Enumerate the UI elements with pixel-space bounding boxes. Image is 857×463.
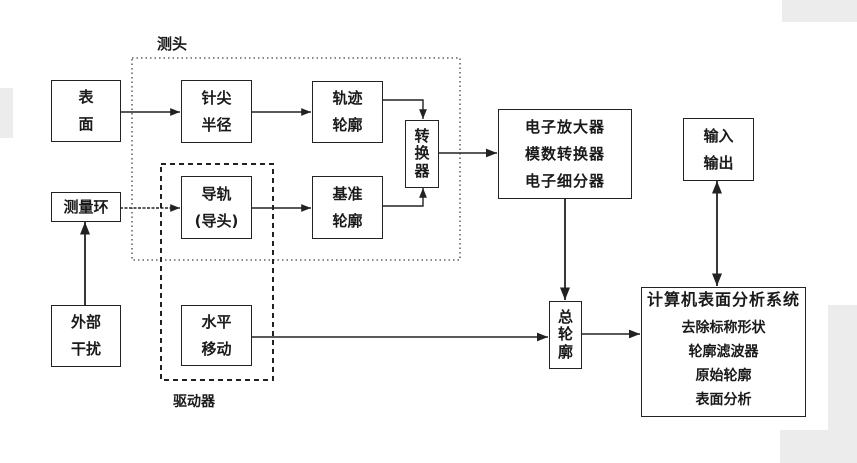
node-computer-item: 原始轮廓 xyxy=(695,368,752,384)
driver-group-border xyxy=(160,163,274,381)
node-electronics: 电子放大器 模数转换器 电子细分器 xyxy=(498,109,632,199)
node-stylus-radius-line1: 针尖 xyxy=(201,88,232,107)
node-total-profile-line3: 廓 xyxy=(557,342,573,361)
node-trace-profile-line1: 轨迹 xyxy=(332,89,363,107)
node-io-line2: 输出 xyxy=(703,153,734,172)
node-surface-line1: 表 xyxy=(78,88,94,106)
node-io: 输入 输出 xyxy=(683,118,754,181)
node-surface: 表 面 xyxy=(51,80,121,142)
node-surface-line2: 面 xyxy=(78,115,94,133)
scan-artifact-top-right xyxy=(782,0,857,22)
node-trace-profile-line2: 轮廓 xyxy=(332,116,363,134)
node-guide-line2: (导头) xyxy=(194,211,239,230)
node-total-profile-line2: 轮 xyxy=(557,325,573,344)
node-external-disturbance: 外部 干扰 xyxy=(51,305,121,367)
node-trace-profile: 轨迹 轮廓 xyxy=(312,81,383,143)
probe-group-label: 测头 xyxy=(157,35,188,53)
node-electronics-line2: 模数转换器 xyxy=(524,144,605,163)
scan-artifact-left xyxy=(0,88,13,138)
node-measuring-loop: 测量环 xyxy=(51,192,121,222)
node-computer-title: 计算机表面分析系统 xyxy=(646,290,800,309)
node-computer-item: 表面分析 xyxy=(695,392,752,408)
node-transducer-line3: 器 xyxy=(414,161,430,180)
node-total-profile: 总 轮 廓 xyxy=(549,301,582,369)
node-horizontal-motion: 水平 移动 xyxy=(181,305,252,366)
edge-trace-transducer xyxy=(382,99,427,119)
node-electronics-line3: 电子细分器 xyxy=(524,171,605,190)
node-transducer-line1: 转 xyxy=(414,127,430,146)
node-guide-line1: 导轨 xyxy=(201,184,232,203)
driver-group-label: 驱动器 xyxy=(173,394,215,410)
node-transducer: 转 换 器 xyxy=(405,120,439,188)
scan-artifact-bottom-right-2 xyxy=(780,430,857,463)
node-computer-item: 轮廓滤波器 xyxy=(688,344,759,360)
node-horizontal-motion-line2: 移动 xyxy=(201,339,232,358)
node-reference-profile: 基准 轮廓 xyxy=(312,176,383,239)
node-computer-item: 去除标称形状 xyxy=(681,320,766,336)
edge-reference-transducer xyxy=(382,188,427,207)
node-reference-profile-line2: 轮廓 xyxy=(332,211,363,230)
node-stylus-radius: 针尖 半径 xyxy=(181,80,252,143)
node-computer: 计算机表面分析系统 去除标称形状 轮廓滤波器 原始轮廓 表面分析 xyxy=(641,287,806,417)
node-total-profile-line1: 总 xyxy=(557,308,573,327)
node-electronics-line1: 电子放大器 xyxy=(524,117,605,136)
node-reference-profile-line1: 基准 xyxy=(332,184,363,203)
node-guide: 导轨 (导头) xyxy=(181,176,252,239)
node-horizontal-motion-line1: 水平 xyxy=(201,312,232,331)
node-external-disturbance-line2: 干扰 xyxy=(70,340,101,358)
node-external-disturbance-line1: 外部 xyxy=(70,313,101,331)
node-measuring-loop-line1: 测量环 xyxy=(63,197,109,216)
node-transducer-line2: 换 xyxy=(414,144,430,163)
node-io-line1: 输入 xyxy=(703,126,734,145)
probe-group-border xyxy=(131,57,461,261)
node-stylus-radius-line2: 半径 xyxy=(201,115,232,134)
